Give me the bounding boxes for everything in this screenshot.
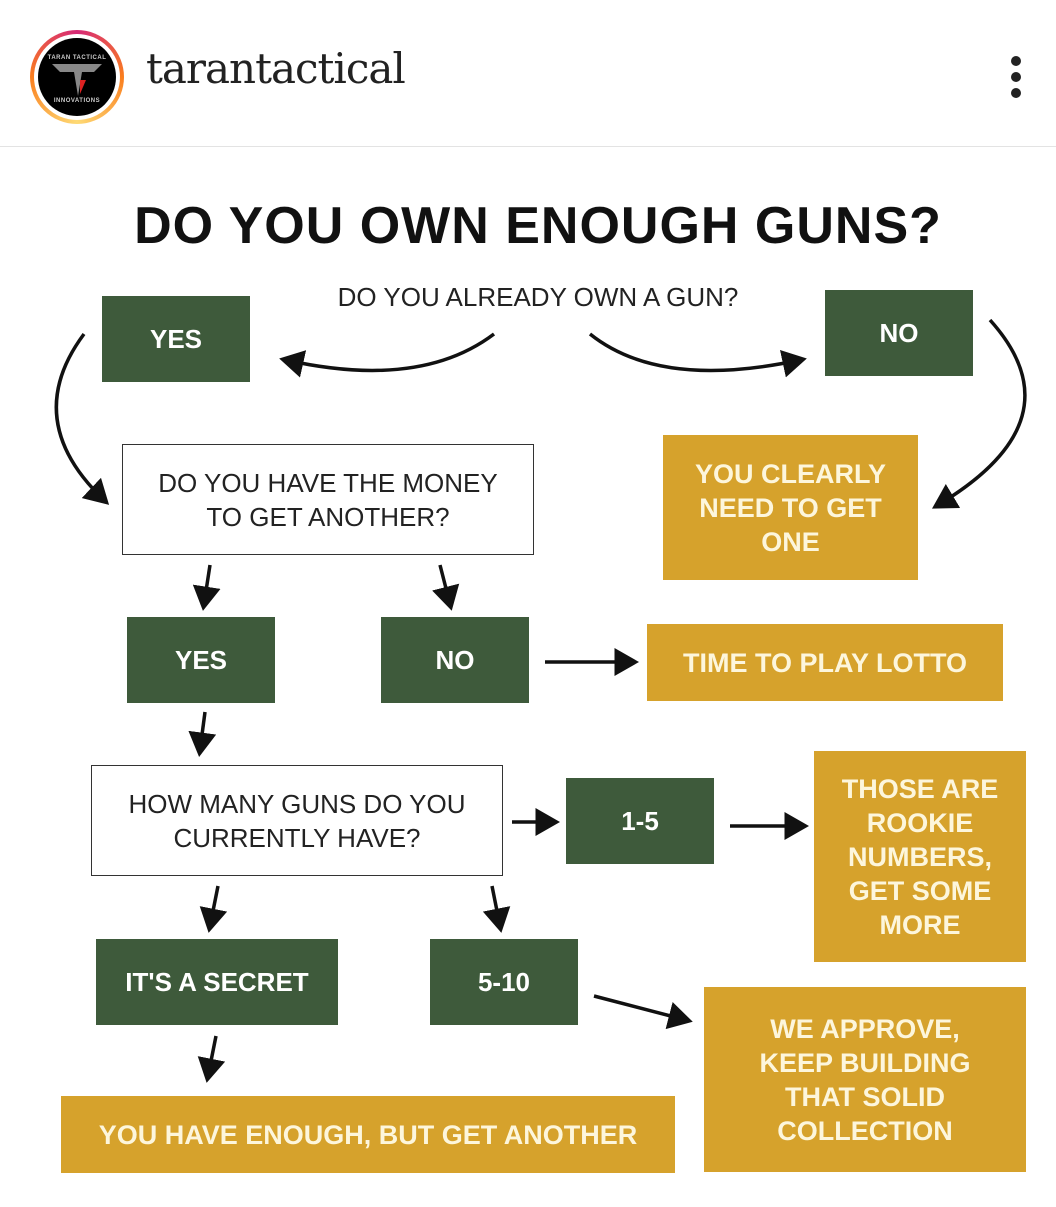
arrow xyxy=(482,885,511,933)
question-own-gun: DO YOU ALREADY OWN A GUN? xyxy=(337,282,739,312)
rookie-numbers-result: THOSE ARE ROOKIE NUMBERS, GET SOME MORE xyxy=(814,751,1026,962)
q2-yes-box: YES xyxy=(127,617,275,703)
need-one-result: YOU CLEARLY NEED TO GET ONE xyxy=(663,435,918,580)
have-enough-result: YOU HAVE ENOUGH, BUT GET ANOTHER xyxy=(61,1096,675,1173)
arrow xyxy=(432,564,460,611)
q1-yes-box: YES xyxy=(102,296,250,382)
q2-no-box: NO xyxy=(381,617,529,703)
answer-1-5-box: 1-5 xyxy=(566,778,714,864)
logo-text-top: TARAN TACTICAL xyxy=(47,55,107,61)
question-how-many-box: HOW MANY GUNS DO YOU CURRENTLY HAVE? xyxy=(91,765,503,876)
more-vertical-icon[interactable] xyxy=(1006,56,1026,102)
logo-icon xyxy=(52,64,102,96)
arrow xyxy=(593,994,693,1030)
we-approve-result: WE APPROVE, KEEP BUILDING THAT SOLID COL… xyxy=(704,987,1026,1172)
arrow xyxy=(197,1035,226,1083)
arrow xyxy=(279,332,496,378)
arrow xyxy=(188,711,217,757)
question-money-box: DO YOU HAVE THE MONEY TO GET ANOTHER? xyxy=(122,444,534,555)
arrow xyxy=(588,332,807,378)
arrow xyxy=(54,332,110,505)
q1-no-box: NO xyxy=(825,290,973,376)
brand-logo: TARAN TACTICAL INNOVATIONS xyxy=(38,38,116,116)
username[interactable]: tarantactical xyxy=(146,44,406,93)
play-lotto-result: TIME TO PLAY LOTTO xyxy=(647,624,1003,701)
arrow xyxy=(199,885,228,933)
logo-text-bottom: INNOVATIONS xyxy=(53,98,101,104)
flowchart-title: DO YOU OWN ENOUGH GUNS? xyxy=(134,197,942,255)
answer-secret-box: IT'S A SECRET xyxy=(96,939,338,1025)
answer-5-10-box: 5-10 xyxy=(430,939,578,1025)
arrow xyxy=(931,318,1027,509)
arrow xyxy=(192,564,221,611)
avatar[interactable]: TARAN TACTICAL INNOVATIONS xyxy=(30,30,124,124)
post-header: TARAN TACTICAL INNOVATIONS tarantactical xyxy=(0,0,1056,147)
